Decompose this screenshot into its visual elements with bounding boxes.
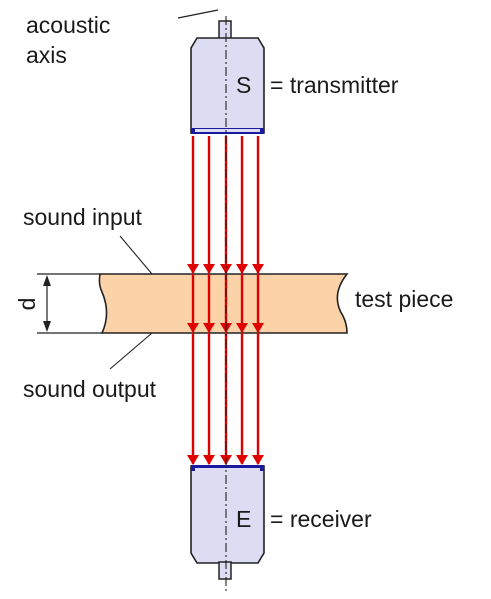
- receiver-label: = receiver: [270, 506, 372, 532]
- transmitter-connector: [218, 20, 232, 40]
- acoustic-axis-label-line2: axis: [26, 42, 67, 68]
- receiver-connector: [218, 561, 232, 580]
- receiver-body: [190, 465, 265, 564]
- transmitter-probe: [190, 20, 265, 134]
- test-piece-body: [98, 273, 349, 334]
- transmitter-label: = transmitter: [270, 72, 399, 98]
- receiver-letter: E: [236, 506, 251, 532]
- thickness-label: d: [14, 298, 40, 311]
- test-piece-label: test piece: [355, 286, 453, 312]
- acoustic-axis-tick: [177, 9, 219, 19]
- thickness-dimension: [37, 273, 102, 334]
- sound-output-leader: [109, 332, 153, 370]
- test-piece: [98, 273, 349, 334]
- acoustic-axis-label-line1: acoustic: [26, 12, 110, 38]
- sound-input-leader: [119, 235, 153, 275]
- receiver-probe: [190, 465, 265, 580]
- transmitter-letter: S: [236, 72, 251, 98]
- sound-input-label: sound input: [23, 204, 143, 230]
- sound-output-label: sound output: [23, 376, 157, 402]
- transmitter-body: [190, 37, 265, 134]
- sound-beams: [187, 136, 264, 465]
